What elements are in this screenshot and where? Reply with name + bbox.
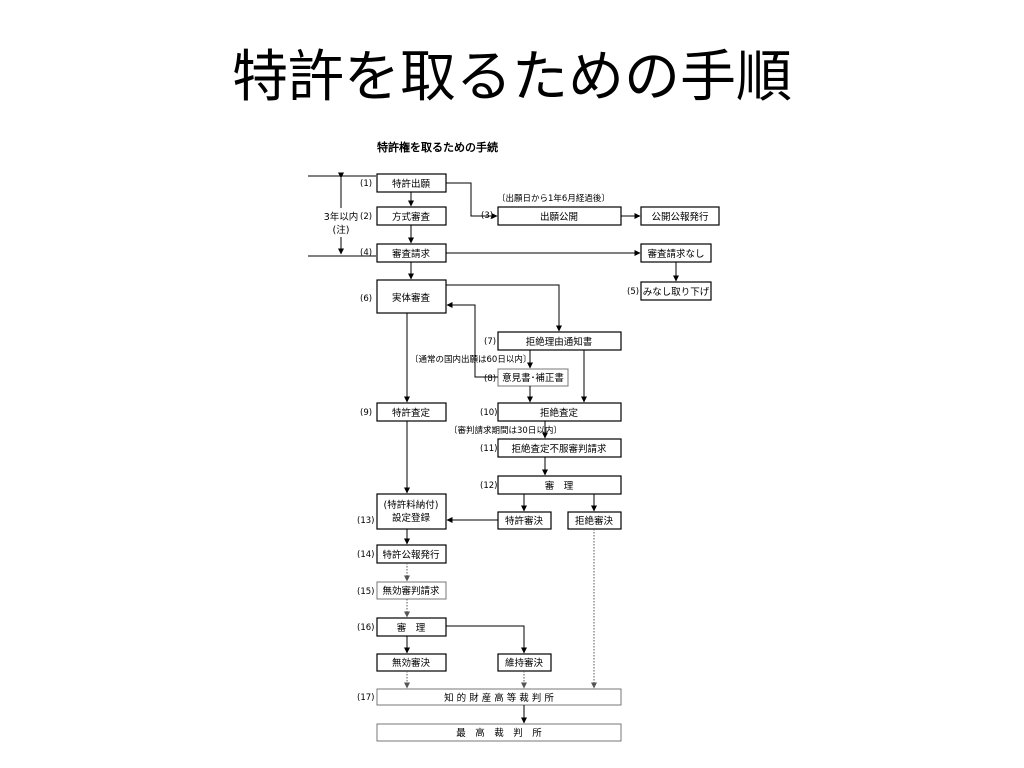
step-number: (6) — [360, 294, 372, 304]
period-label: 3年以内 — [324, 211, 359, 223]
period-note: (注) — [333, 224, 350, 236]
box-label: 方式審査 — [392, 211, 431, 223]
step-number: (13) — [357, 516, 374, 526]
box-label: 意見書･補正書 — [502, 372, 564, 384]
step-number: (2) — [360, 212, 372, 222]
box-label: 拒絶査定 — [540, 407, 579, 419]
box-label: 実体審査 — [392, 292, 431, 304]
box-deemed-withdrawal — [640, 281, 712, 301]
box-invalidation-trial-request — [376, 581, 447, 600]
arrow-connector — [446, 302, 498, 378]
step-number: (7) — [484, 337, 496, 347]
box-label: 設定登録 — [392, 512, 431, 524]
step-number: (9) — [360, 408, 372, 418]
box-label: 特許審決 — [505, 515, 544, 527]
box-label: 拒絶審決 — [575, 515, 614, 527]
box-notice-of-rejection-reasons — [497, 331, 622, 351]
box-label: (特許料納付) — [384, 499, 439, 511]
box-label: 拒絶査定不服審判請求 — [511, 443, 607, 455]
box-invalidation-decision — [376, 653, 447, 672]
box-publication-gazette — [640, 206, 720, 226]
box-label: 審査請求 — [392, 248, 431, 260]
step-number: (16) — [357, 623, 374, 633]
box-label: 最 高 裁 判 所 — [456, 727, 542, 739]
arrow-connector — [446, 625, 527, 654]
box-appeal-against-rejection — [497, 438, 622, 458]
box-label: 審 理 — [397, 622, 426, 634]
box-label: 知 的 財 産 高 等 裁 判 所 — [444, 692, 554, 704]
box-label: 出願公開 — [540, 211, 578, 223]
slide-title: 特許を取るための手順 — [232, 45, 792, 110]
step-number: (14) — [357, 550, 374, 560]
box-label: 審 理 — [545, 480, 574, 492]
step-number: (15) — [357, 587, 374, 597]
box-label: 維持審決 — [505, 657, 544, 669]
box-label: 無効審判請求 — [382, 585, 440, 597]
box-label: みなし取り下げ — [643, 287, 710, 298]
box-invalidation-trial — [376, 617, 447, 637]
box-label: 特許査定 — [392, 407, 431, 419]
step-number: (5) — [627, 287, 639, 297]
box-substantive-examination — [376, 279, 447, 314]
box-label: 公開公報発行 — [651, 211, 709, 223]
box-label: 無効審決 — [392, 657, 431, 669]
box-registration — [376, 493, 447, 530]
arrow-connector — [446, 182, 498, 219]
box-supreme-court — [376, 723, 622, 742]
step-number: (17) — [357, 693, 374, 703]
appeal-deadline-note: 〔審判請求期間は30日以内〕 — [449, 425, 562, 436]
box-decision-to-grant — [376, 402, 447, 422]
publication-note: 〔出願日から1年6月経過後〕 — [497, 193, 610, 204]
box-decision-of-rejection — [497, 402, 622, 422]
box-label: 特許出願 — [392, 178, 431, 190]
step-number: (11) — [480, 444, 497, 454]
step-number: (8) — [484, 374, 496, 384]
box-patent-gazette — [376, 544, 447, 564]
arrow-connector — [446, 284, 562, 332]
diagram-title: 特許権を取るための手続 — [377, 140, 498, 154]
box-label: 審査請求なし — [647, 248, 704, 260]
box-ip-high-court — [376, 688, 622, 706]
step-number: (10) — [480, 408, 497, 418]
step-number: (4) — [360, 248, 372, 258]
box-label: 特許公報発行 — [382, 549, 440, 561]
box-label: 拒絶理由通知書 — [526, 336, 593, 348]
box-appeal-trial — [497, 475, 622, 495]
opinion-deadline-note: 〔通常の国内出願は60日以内〕 — [410, 354, 531, 365]
step-number: (12) — [480, 481, 497, 491]
step-number: (1) — [360, 179, 372, 189]
